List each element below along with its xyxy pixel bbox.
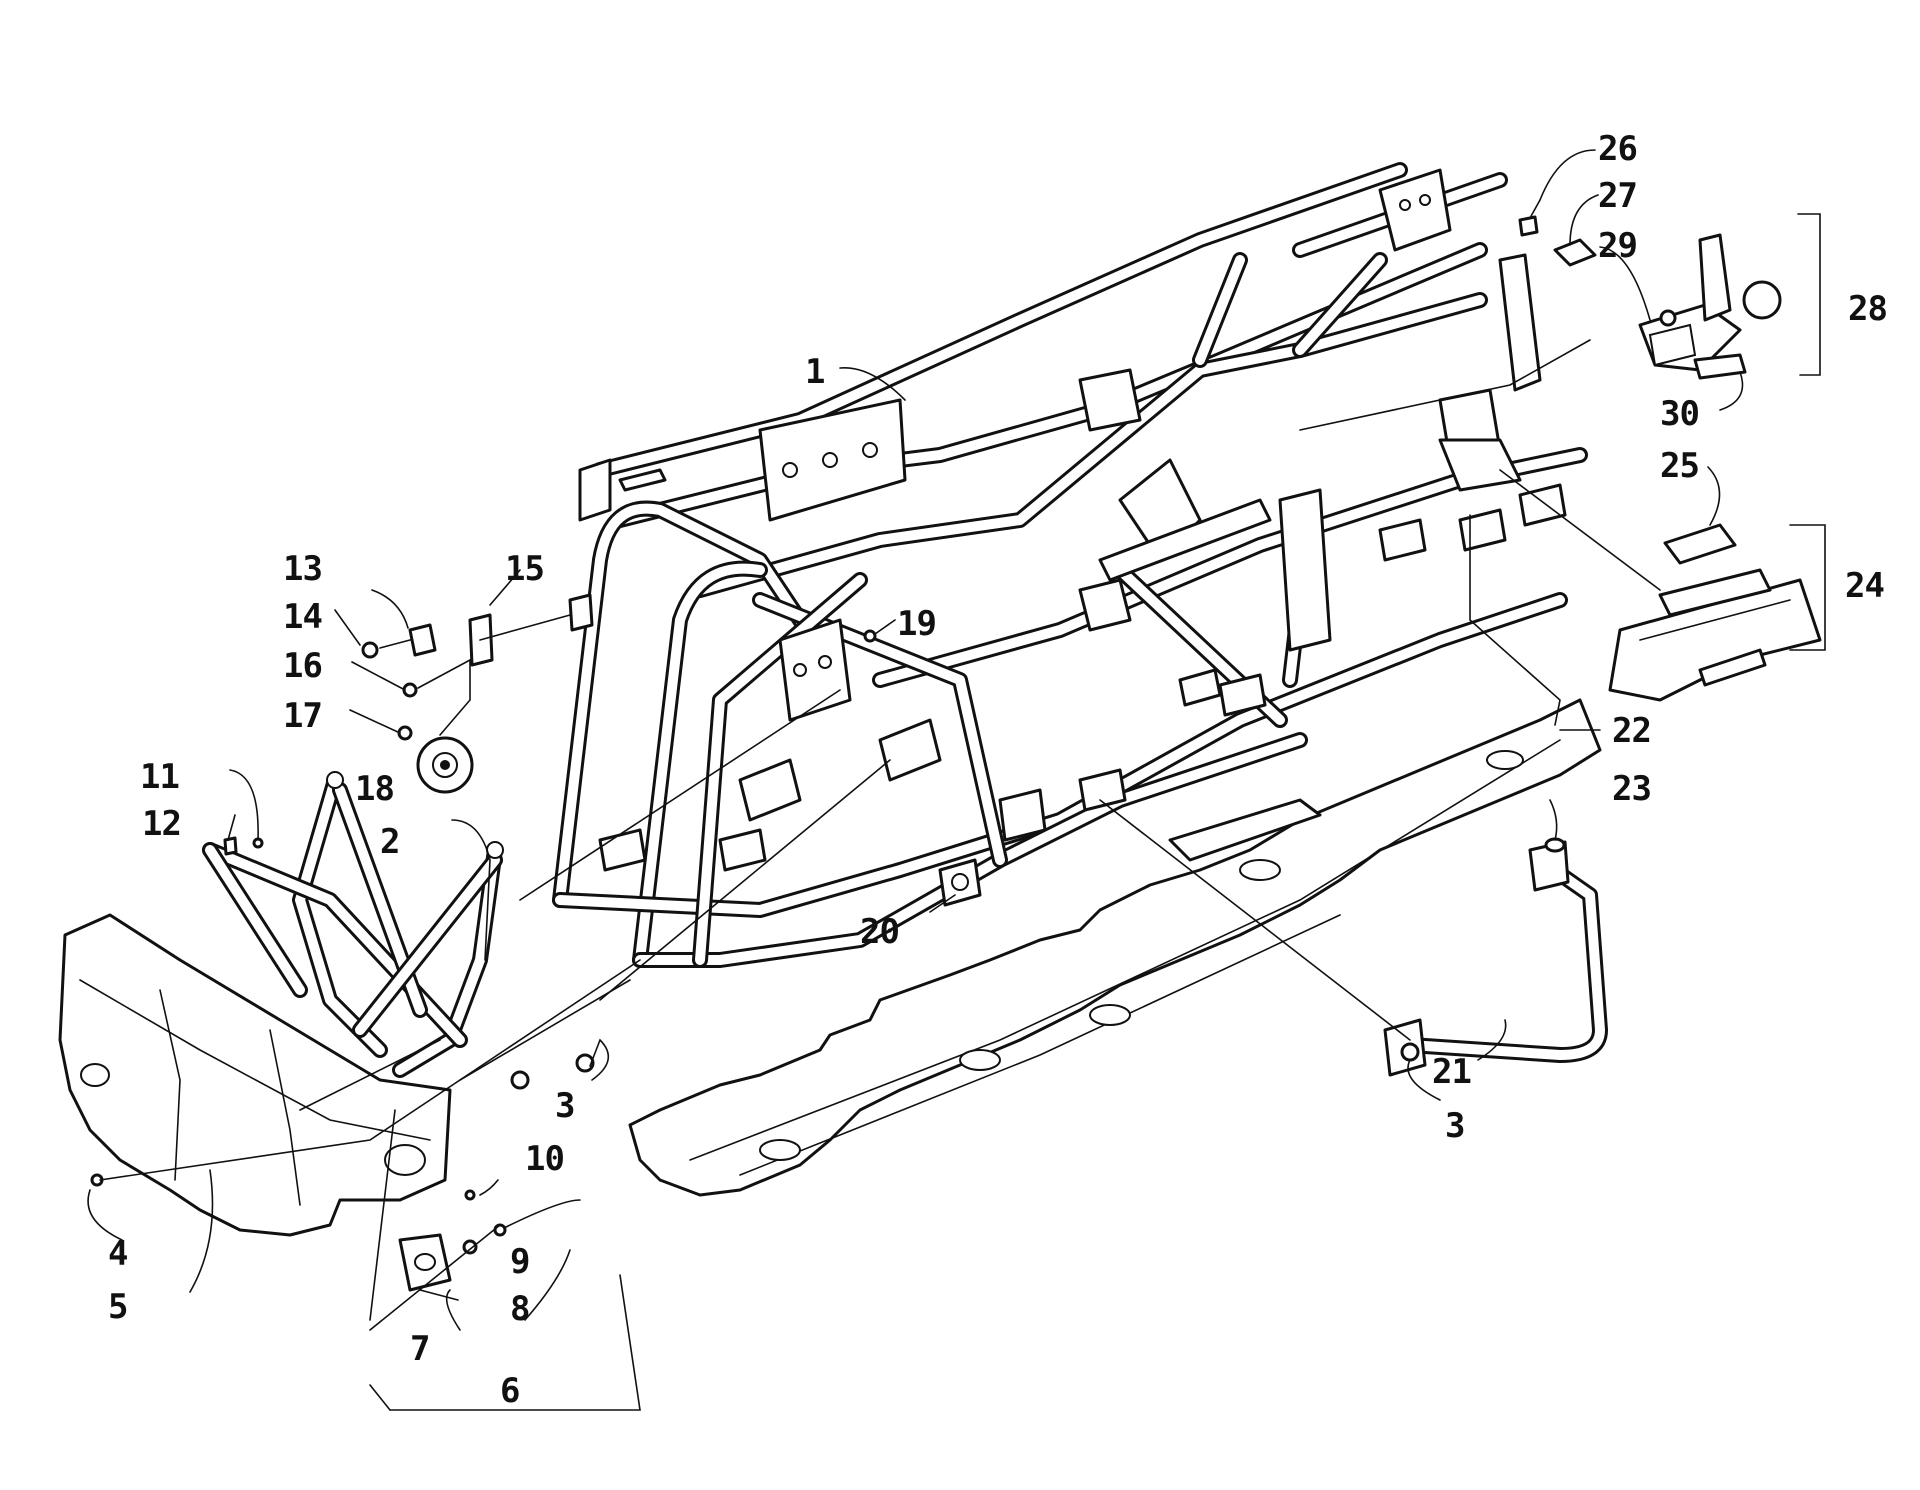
winch-mount bbox=[398, 1189, 581, 1292]
bumper-cover bbox=[58, 913, 452, 1237]
callout-14: 14 bbox=[283, 597, 322, 637]
callout-19: 19 bbox=[897, 604, 936, 644]
clip-26 bbox=[1518, 215, 1539, 237]
bolts-3 bbox=[90, 1042, 1420, 1187]
callout-9: 9 bbox=[510, 1242, 529, 1282]
callout-4: 4 bbox=[108, 1234, 127, 1274]
callout-8: 8 bbox=[510, 1289, 529, 1329]
callout-3-front: 3 bbox=[555, 1086, 574, 1126]
callout-18: 18 bbox=[355, 769, 394, 809]
leader-lines bbox=[87, 149, 1826, 1411]
callout-17: 17 bbox=[283, 696, 322, 736]
decal-25 bbox=[1663, 523, 1737, 565]
callout-3-footrest: 3 bbox=[1445, 1106, 1464, 1146]
frame-clip bbox=[568, 593, 594, 632]
callout-30: 30 bbox=[1660, 394, 1699, 434]
skid-plate bbox=[628, 698, 1602, 1197]
storage-tray bbox=[1608, 568, 1822, 702]
fastener-11-12 bbox=[223, 836, 264, 856]
callout-11: 11 bbox=[140, 757, 179, 797]
callout-20: 20 bbox=[860, 912, 899, 952]
bushing-20 bbox=[938, 858, 982, 907]
horn bbox=[416, 736, 474, 794]
callout-10: 10 bbox=[525, 1139, 564, 1179]
callout-27: 27 bbox=[1598, 176, 1637, 216]
main-frame bbox=[552, 162, 1588, 968]
callout-16: 16 bbox=[283, 646, 322, 686]
callout-23: 23 bbox=[1612, 769, 1651, 809]
callout-22: 22 bbox=[1612, 711, 1651, 751]
hitch-receiver bbox=[1638, 233, 1782, 380]
footrest-bar bbox=[1383, 840, 1608, 1077]
callout-21: 21 bbox=[1432, 1052, 1471, 1092]
label-27 bbox=[1553, 238, 1597, 267]
callout-29: 29 bbox=[1598, 226, 1637, 266]
callout-6: 6 bbox=[500, 1371, 519, 1411]
callout-1: 1 bbox=[805, 352, 824, 392]
callout-2: 2 bbox=[380, 822, 399, 862]
callout-15: 15 bbox=[505, 549, 544, 589]
callout-28: 28 bbox=[1848, 289, 1887, 329]
horn-bracket bbox=[361, 613, 571, 741]
callout-24: 24 bbox=[1845, 566, 1884, 606]
callout-26: 26 bbox=[1598, 129, 1637, 169]
callout-labels: 1 2 3 3 4 5 6 7 8 9 10 11 12 13 14 15 16… bbox=[108, 129, 1888, 1411]
callout-5: 5 bbox=[108, 1287, 127, 1327]
callout-13: 13 bbox=[283, 549, 322, 589]
callout-7: 7 bbox=[410, 1329, 429, 1369]
bolt-19 bbox=[863, 629, 877, 643]
callout-25: 25 bbox=[1660, 446, 1699, 486]
callout-12: 12 bbox=[142, 804, 181, 844]
